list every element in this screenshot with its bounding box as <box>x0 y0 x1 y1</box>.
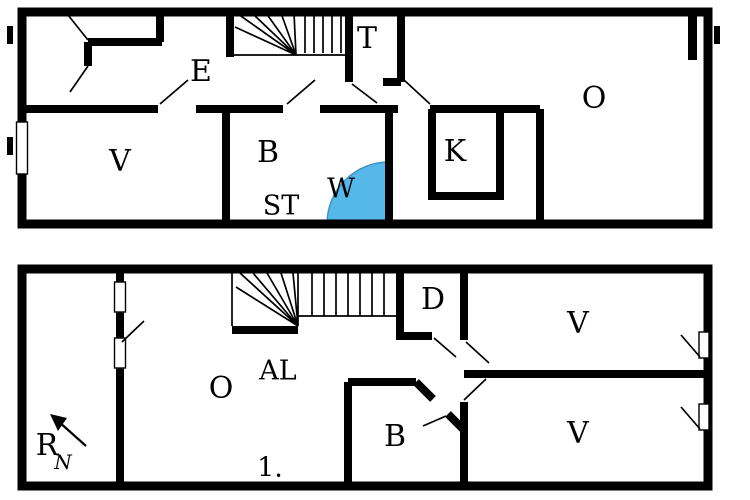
tick-right-top <box>714 26 720 44</box>
opening-left-wall-1 <box>113 281 127 313</box>
room-label-bedroom-bottom: V <box>567 416 589 451</box>
room-label-shower: W <box>327 173 355 205</box>
window-right-lower-1 <box>698 331 710 359</box>
window-gaps <box>15 121 710 431</box>
room-label-bath-lower: B <box>383 419 407 454</box>
room-label-entry: E <box>190 54 212 89</box>
room-label-bedroom: V <box>109 144 131 179</box>
tick-left-mid <box>7 137 13 155</box>
wall-ticks <box>7 14 720 155</box>
room-label-family: AL <box>259 355 297 387</box>
interior-walls <box>22 12 708 486</box>
north-arrow-icon <box>50 414 87 447</box>
room-label-toilet: T <box>356 21 378 56</box>
room-label-living: O <box>581 81 607 116</box>
floor-number-label: 1. <box>257 452 283 484</box>
window-right-lower-2 <box>698 403 710 431</box>
compass-north-label: N <box>54 450 72 474</box>
opening-left-wall-2 <box>113 337 127 369</box>
chimney-block <box>688 14 697 60</box>
room-label-hall: ST <box>262 190 300 222</box>
room-label-open: O <box>208 371 234 406</box>
room-label-bath: B <box>256 135 280 170</box>
room-label-bedroom-top: V <box>567 306 589 341</box>
window-left-upper <box>15 121 29 175</box>
room-label-kitchen: K <box>443 134 467 169</box>
room-label-dressing: D <box>420 282 446 317</box>
room-label-storage: R <box>35 428 59 463</box>
tick-left-top <box>7 26 13 44</box>
stairs-and-doors <box>67 12 701 430</box>
